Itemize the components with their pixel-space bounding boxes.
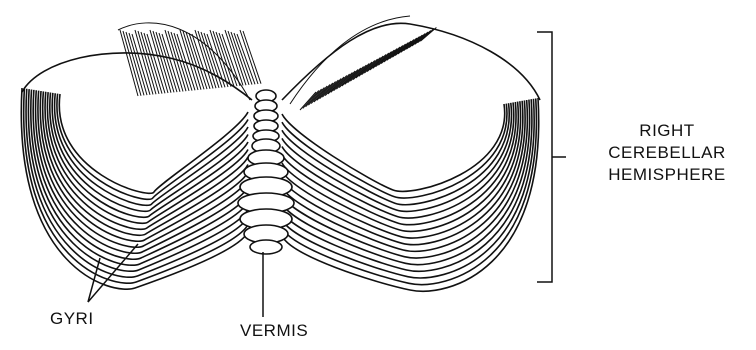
right-folium-line [282, 103, 509, 204]
label-line-right: RIGHT [578, 120, 756, 142]
right-fringe-stroke [387, 46, 403, 61]
right-folium-line [282, 103, 512, 212]
right-hemisphere [282, 23, 540, 291]
right-folium-line [282, 100, 525, 251]
right-fringe-stroke [404, 37, 420, 51]
right-fringe-stroke [412, 32, 428, 46]
right-fringe-stroke [392, 43, 408, 58]
label-line-hemisphere: HEMISPHERE [578, 164, 756, 186]
vermis-label: VERMIS [240, 322, 308, 339]
right-fringe-stroke [401, 38, 417, 52]
right-fringe-stroke [415, 31, 431, 45]
right-fringe-stroke [409, 34, 425, 48]
left-hemisphere [21, 53, 252, 289]
right-fringe-stroke [384, 47, 400, 62]
right-fringe-stroke [376, 52, 392, 67]
right-cerebellar-hemisphere-label: RIGHT CEREBELLAR HEMISPHERE [578, 120, 756, 186]
right-fringe-stroke [378, 50, 394, 65]
right-fringe-stroke [381, 49, 397, 64]
right-upper-lobe-outline [290, 16, 410, 104]
right-fringe-stroke [406, 35, 422, 49]
right-folium-line [282, 104, 505, 191]
right-folium-line [282, 100, 530, 265]
left-folium-line [28, 89, 248, 271]
right-fringe-stroke [395, 41, 411, 56]
right-fringe-stroke [398, 40, 414, 55]
label-line-cerebellar: CEREBELLAR [578, 142, 756, 164]
right-fringe-stroke [418, 29, 434, 43]
bracket-line [537, 32, 552, 282]
upper-folia [118, 16, 436, 110]
right-fringe-stroke [390, 44, 406, 59]
right-fringe-stroke [420, 28, 436, 42]
vermis-segment [250, 240, 282, 254]
right-folium-line [282, 98, 539, 291]
right-folium-line [282, 104, 507, 198]
right-hemisphere-rim [282, 23, 540, 100]
gyri-label: GYRI [50, 310, 94, 327]
